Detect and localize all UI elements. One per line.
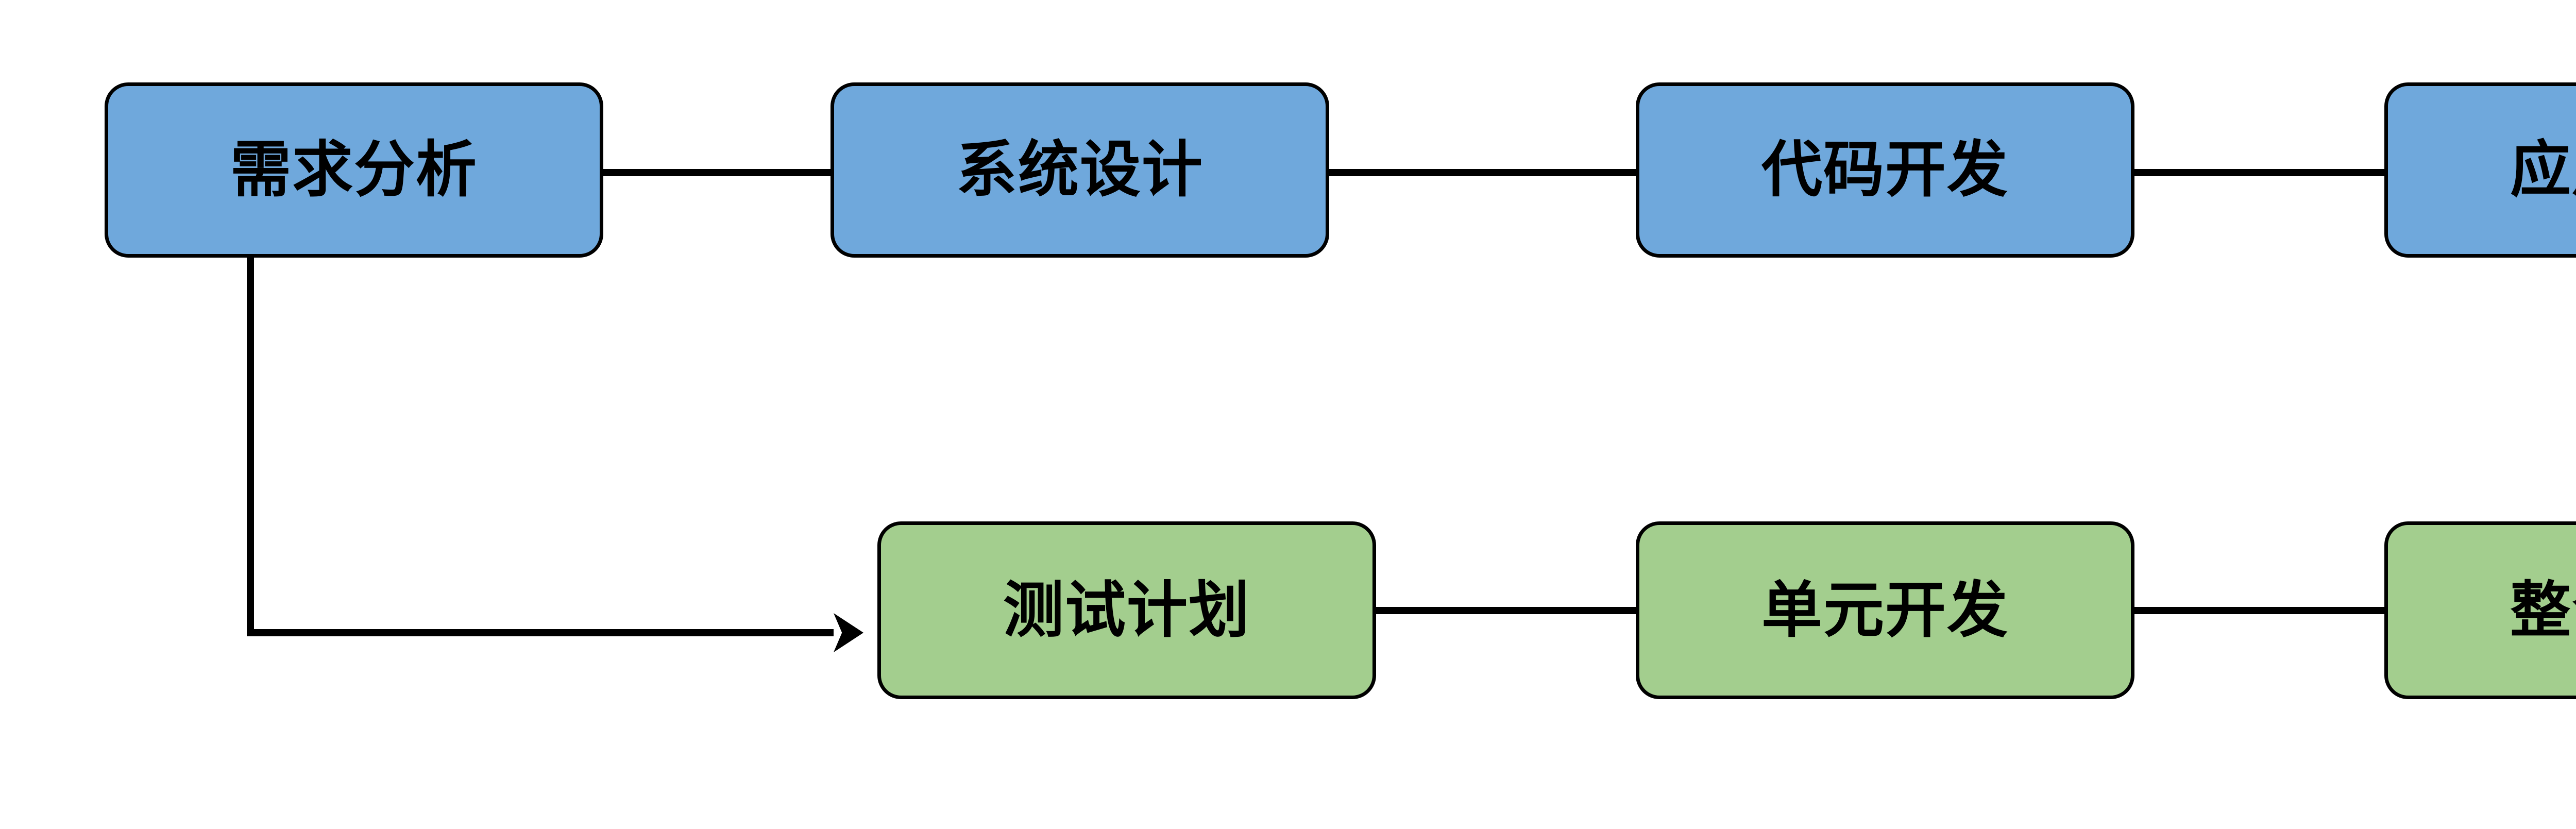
node-label-test-plan: 测试计划	[1003, 576, 1250, 645]
node-unit-development[interactable]: 单元开发	[1636, 521, 2134, 699]
node-application-integration[interactable]: 应用集成	[2384, 82, 2576, 258]
node-label-unit-development: 单元开发	[1761, 576, 2009, 645]
node-label-application-integration: 应用集成	[2510, 136, 2576, 204]
node-label-code-development: 代码开发	[1761, 136, 2009, 204]
node-system-design[interactable]: 系统设计	[831, 82, 1329, 258]
node-requirements-analysis[interactable]: 需求分析	[105, 82, 603, 258]
node-integration-testing[interactable]: 整合测试	[2384, 521, 2576, 699]
connector-edge-req-to-plan	[247, 258, 834, 636]
node-label-system-design: 系统设计	[956, 136, 1204, 204]
node-label-integration-testing: 整合测试	[2510, 576, 2576, 645]
arrowhead-edge-req-to-plan-icon	[834, 613, 863, 652]
node-test-plan[interactable]: 测试计划	[877, 521, 1376, 699]
node-label-requirements-analysis: 需求分析	[230, 136, 478, 204]
node-code-development[interactable]: 代码开发	[1636, 82, 2134, 258]
